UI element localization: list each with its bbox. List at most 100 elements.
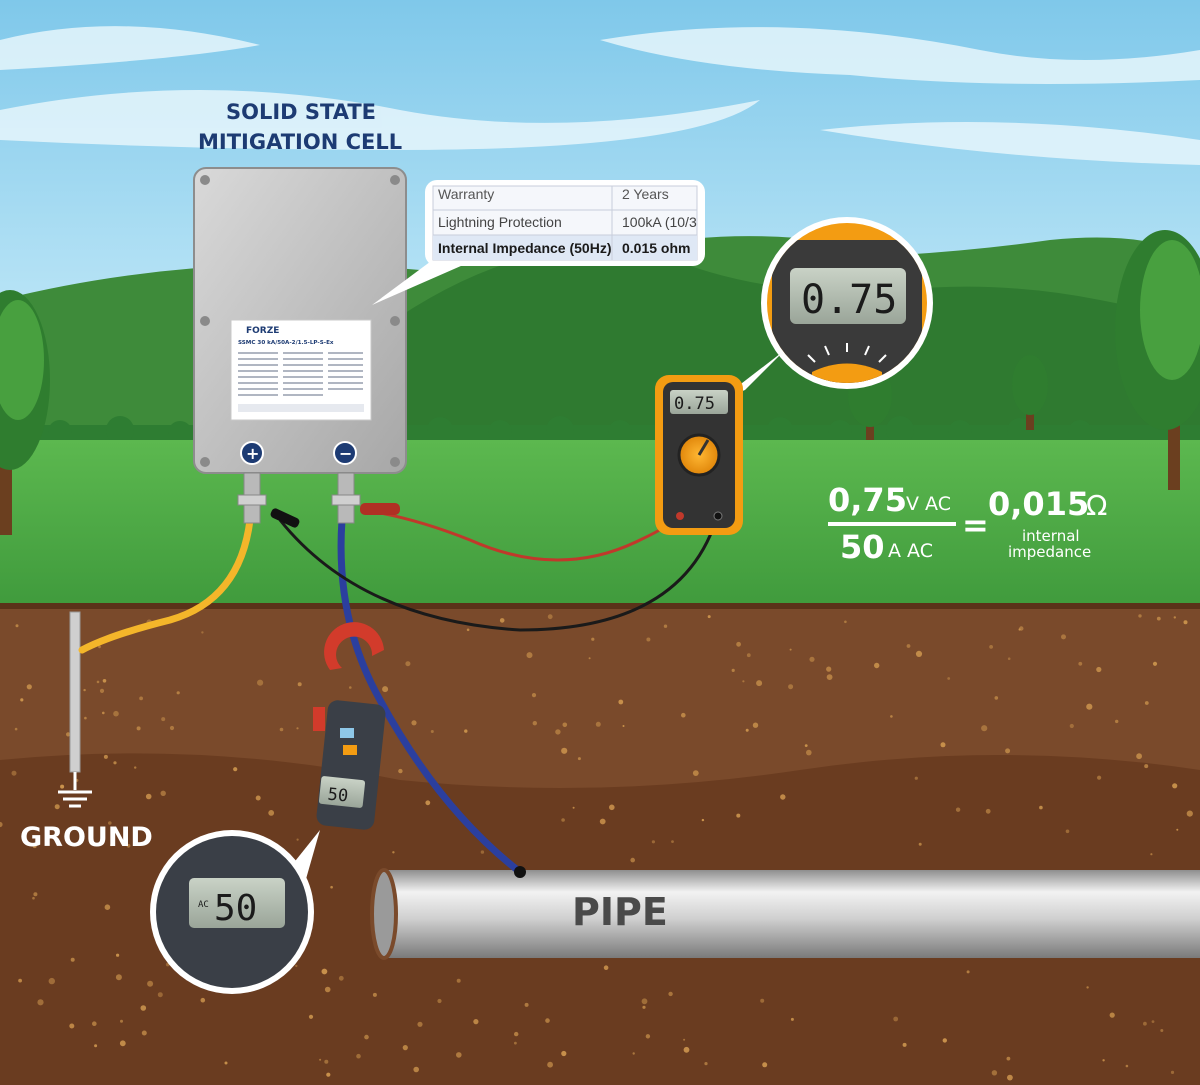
soil-pebble xyxy=(456,978,461,983)
soil-pebble xyxy=(405,661,411,667)
minus-terminal-icon xyxy=(333,441,357,465)
soil-pebble xyxy=(591,637,595,641)
soil-pebble xyxy=(464,729,468,733)
soil-pebble xyxy=(651,840,656,844)
soil-pebble xyxy=(826,674,833,680)
soil-pebble xyxy=(296,838,299,841)
ground-wire xyxy=(78,516,254,654)
pipe-wire xyxy=(337,516,524,876)
soil-pebble xyxy=(663,624,668,628)
soil-pebble xyxy=(736,641,741,647)
soil-pebble xyxy=(1173,616,1177,619)
clamp-meter-zoom-reading: 50 xyxy=(214,888,257,929)
soil-pebble xyxy=(1143,1021,1147,1026)
soil-pebbles xyxy=(0,614,1193,1081)
soil-pebble xyxy=(499,618,505,623)
soil-pebble xyxy=(1097,775,1102,780)
fraction-bar xyxy=(828,522,956,526)
soil-pebble xyxy=(642,1005,646,1009)
soil-pebble xyxy=(742,680,745,683)
soil-pebble xyxy=(1007,657,1011,660)
soil-pebble xyxy=(731,668,735,673)
soil-pebble xyxy=(1156,616,1161,621)
soil-pebble xyxy=(890,715,893,718)
soil-pebble xyxy=(514,1031,519,1037)
soil-pebble xyxy=(268,810,275,816)
spec-row-warranty-value: 2 Years xyxy=(622,186,669,202)
soil-pebble xyxy=(918,842,922,846)
soil-pebble xyxy=(437,998,442,1004)
soil-pebble xyxy=(780,794,786,800)
soil-pebble xyxy=(297,682,302,687)
soil-pebble xyxy=(1176,828,1179,831)
pipe xyxy=(370,868,1200,960)
soil-pebble xyxy=(126,843,131,848)
soil-pebble xyxy=(736,813,741,818)
soil-pebble xyxy=(844,620,847,624)
soil-pebble xyxy=(326,1072,331,1077)
spec-row-impedance-value: 0.015 ohm xyxy=(622,240,690,256)
soil-pebble xyxy=(1144,701,1149,705)
soil-pebble xyxy=(804,744,808,747)
soil-pebble xyxy=(1125,1064,1129,1068)
soil-pebble xyxy=(701,818,705,822)
soil-pebble xyxy=(1172,783,1178,789)
soil-pebble xyxy=(308,1014,314,1019)
pipe-wire-connection xyxy=(514,866,526,878)
spec-row-lightning-label: Lightning Protection xyxy=(438,214,562,230)
soil-pebble xyxy=(224,1061,228,1065)
voltmeter-zoom-reading: 0.75 xyxy=(801,277,897,323)
digital-multimeter xyxy=(655,375,743,535)
soil-pebble xyxy=(671,840,674,843)
soil-pebble xyxy=(32,896,35,900)
soil-pebble xyxy=(382,686,389,693)
soil-pebble xyxy=(745,728,749,732)
soil-pebble xyxy=(134,766,137,769)
soil-pebble xyxy=(37,999,44,1006)
equation-numerator-unit: V AC xyxy=(906,493,951,515)
pipe-label: PIPE xyxy=(572,890,668,934)
soil-pebble xyxy=(646,637,651,642)
soil-pebble xyxy=(102,711,105,715)
soil-pebble xyxy=(1007,1074,1013,1081)
tree-right xyxy=(1115,230,1200,490)
soil-pebble xyxy=(392,851,395,854)
soil-pebble xyxy=(60,784,65,789)
soil-pebble xyxy=(466,628,470,632)
soil-pebble xyxy=(947,677,951,680)
soil-pebble xyxy=(561,747,568,754)
soil-pebble xyxy=(681,712,686,718)
soil-pebble xyxy=(157,992,163,998)
soil-pebble xyxy=(102,679,107,683)
soil-pebble xyxy=(756,680,763,687)
soil-pebble xyxy=(33,892,38,897)
soil-pebble xyxy=(257,679,264,686)
soil-pebble xyxy=(110,844,113,847)
soil-pebble xyxy=(1086,703,1093,710)
soil-pebble xyxy=(547,1061,553,1068)
soil-pebble xyxy=(641,998,648,1005)
soil-pebble xyxy=(96,680,100,684)
soil-pebble xyxy=(279,727,284,732)
ground-label: GROUND xyxy=(20,822,153,853)
red-test-lead xyxy=(374,510,682,562)
soil-pebble xyxy=(255,795,261,801)
soil-pebble xyxy=(1144,764,1149,769)
soil-pebble xyxy=(572,806,575,809)
soil-pebble xyxy=(955,807,961,812)
soil-pebble xyxy=(11,770,17,776)
plus-terminal-symbol: + xyxy=(246,444,259,463)
soil-pebble xyxy=(1086,986,1089,989)
soil-pebble xyxy=(98,645,101,649)
soil-pebble xyxy=(1183,620,1188,625)
soil-pebble xyxy=(295,964,298,968)
soil-pebble xyxy=(809,656,815,662)
soil-pebble xyxy=(1186,810,1193,817)
soil-pebble xyxy=(84,716,87,720)
soil-pebble xyxy=(372,992,377,997)
soil-pebble xyxy=(200,997,206,1003)
soil-pebble xyxy=(981,725,988,732)
spec-row-warranty-label: Warranty xyxy=(438,186,494,202)
soil-pebble xyxy=(524,1002,529,1007)
soil-pebble xyxy=(480,850,485,854)
